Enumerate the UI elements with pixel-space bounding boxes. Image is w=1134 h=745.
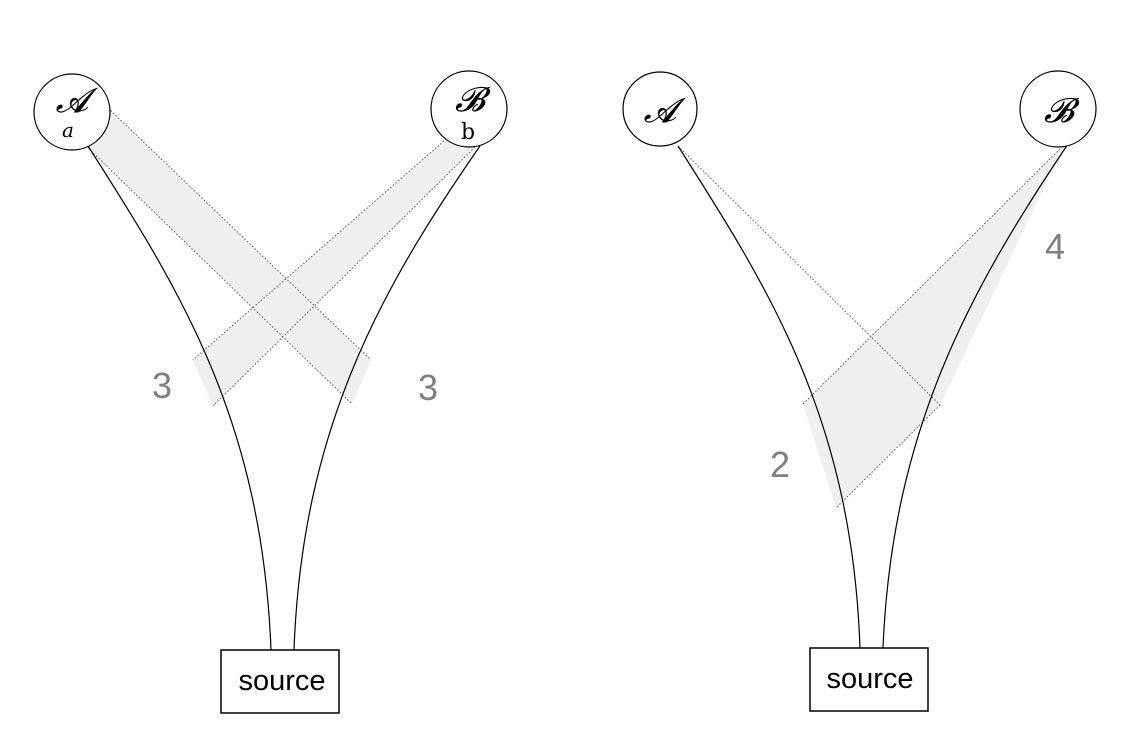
left-diagram: 𝓐 a 𝓑 b 3 3 source: [33, 70, 508, 714]
wire-a-to-source: [87, 145, 272, 651]
source-box: source: [809, 647, 929, 712]
node-a: 𝓐 a: [33, 73, 111, 151]
node-b: 𝓑: [1019, 70, 1097, 148]
beam-a-to-right-wire: [86, 108, 371, 404]
source-rect: [809, 647, 929, 712]
node-b-circle: [1019, 70, 1097, 148]
source-rect: [220, 649, 340, 714]
right-diagram: 𝓐 𝓑 2 4 source: [622, 70, 1097, 712]
wire-a-to-source: [677, 145, 861, 649]
beam-b-to-left-wire: [193, 134, 475, 406]
right-wire-number: 3: [418, 367, 438, 408]
node-b: 𝓑 b: [430, 70, 508, 148]
source-box: source: [220, 649, 340, 714]
node-b-circle: [430, 70, 508, 148]
wire-b-to-source: [293, 145, 481, 651]
node-b-subscript: b: [461, 120, 475, 145]
wire-b-to-source: [882, 143, 1069, 649]
node-a-circle: [33, 73, 111, 151]
left-wire-number: 3: [152, 365, 172, 406]
ray-b-upper: [192, 133, 453, 361]
node-a-subscript: a: [62, 118, 74, 142]
left-wire-number: 2: [770, 444, 790, 485]
ray-a-lower: [85, 145, 353, 405]
source-label: source: [238, 665, 325, 697]
source-label: source: [826, 663, 913, 695]
beam-b-to-both-wires: [803, 144, 1065, 508]
ray-a-upper: [107, 107, 372, 361]
right-wire-number: 4: [1045, 226, 1065, 267]
node-a-circle: [622, 71, 698, 147]
node-a: 𝓐: [622, 71, 698, 147]
